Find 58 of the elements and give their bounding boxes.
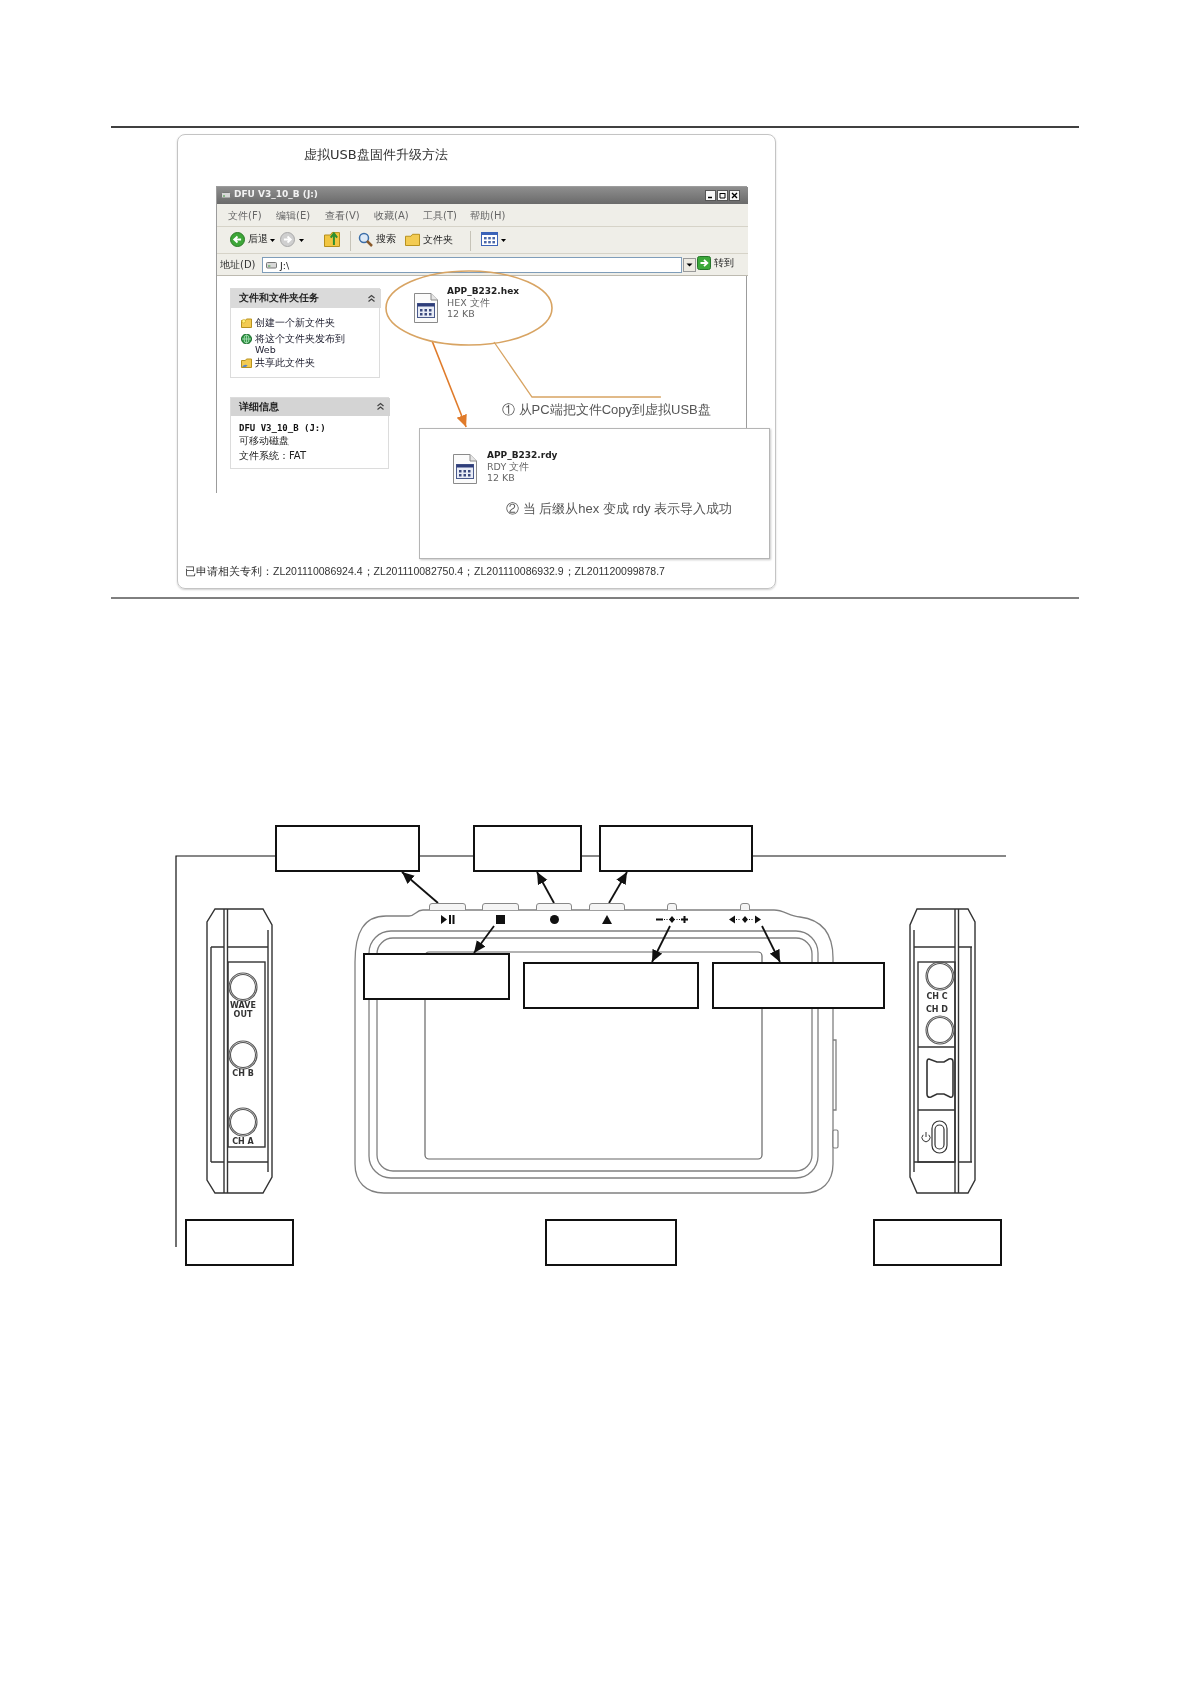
label-box bbox=[363, 953, 510, 1000]
step-caption: ① 从PC端把文件Copy到虚拟USB盘 bbox=[502, 399, 711, 419]
file-size: 12 KB bbox=[447, 309, 475, 320]
toolbar-label: 后退 bbox=[248, 233, 268, 245]
label-box bbox=[599, 825, 753, 872]
leader-line bbox=[493, 341, 662, 398]
toolbar-label: 搜索 bbox=[376, 233, 396, 245]
highlight-ellipse bbox=[385, 270, 553, 346]
file-type: RDY 文件 bbox=[487, 461, 530, 473]
file-name: APP_B232.rdy bbox=[487, 450, 558, 461]
label-box bbox=[523, 962, 699, 1009]
task-link: 将这个文件夹发布到 Web bbox=[255, 333, 346, 355]
task-link: 共享此文件夹 bbox=[255, 357, 315, 368]
inset-box bbox=[419, 428, 770, 559]
port-label: CH D bbox=[926, 1006, 948, 1015]
arrow bbox=[608, 871, 628, 904]
file-type: HEX 文件 bbox=[447, 297, 490, 309]
arrow bbox=[761, 925, 781, 963]
menu-item: 文件(F) bbox=[228, 210, 262, 222]
port-label: CH A bbox=[232, 1138, 254, 1147]
menu-item: 查看(V) bbox=[325, 210, 360, 222]
label-box bbox=[185, 1219, 294, 1266]
port-label: CH C bbox=[926, 993, 948, 1002]
label-box bbox=[473, 825, 582, 872]
panel-heading: 文件和文件夹任务 bbox=[239, 293, 319, 304]
toolbar-label: 文件夹 bbox=[423, 234, 453, 246]
details-panel bbox=[230, 397, 389, 469]
detail-text: 文件系统：FAT bbox=[239, 450, 306, 462]
screenshot-panel bbox=[177, 134, 776, 589]
arrow bbox=[431, 340, 467, 428]
detail-text: 可移动磁盘 bbox=[239, 435, 289, 447]
field-label: 地址(D) bbox=[220, 259, 256, 271]
arrow bbox=[401, 871, 439, 904]
menu-item: 收藏(A) bbox=[374, 210, 409, 222]
menu-item: 编辑(E) bbox=[276, 210, 311, 222]
label-box bbox=[873, 1219, 1002, 1266]
task-link: 创建一个新文件夹 bbox=[255, 317, 335, 328]
label-box bbox=[712, 962, 885, 1009]
patent-note: 已申请相关专利：ZL201110086924.4；ZL201110082750.4；ZL201110086932.9；ZL201120099878.7 bbox=[185, 565, 665, 578]
port-label: WAVE OUT bbox=[229, 1002, 257, 1019]
label-box bbox=[275, 825, 420, 872]
panel-title: 虚拟USB盘固件升级方法 bbox=[304, 148, 448, 163]
toolbar-label: 转到 bbox=[714, 257, 734, 269]
file-size: 12 KB bbox=[487, 473, 515, 484]
port-label: CH B bbox=[232, 1070, 254, 1079]
task-panel bbox=[230, 288, 380, 378]
detail-text: DFU V3_10_B (J:) bbox=[239, 423, 326, 434]
step-caption: ② 当 后缀从hex 变成 rdy 表示导入成功 bbox=[506, 502, 733, 517]
arrow bbox=[536, 871, 555, 904]
menu-item: 帮助(H) bbox=[470, 210, 506, 222]
panel-heading: 详细信息 bbox=[239, 402, 279, 413]
file-name: APP_B232.hex bbox=[447, 286, 520, 297]
label-box bbox=[545, 1219, 677, 1266]
address-field: J:\ bbox=[262, 257, 682, 273]
menu-item: 工具(T) bbox=[423, 210, 457, 222]
arrow bbox=[651, 925, 671, 963]
window-title: DFU V3_10_B (J:) bbox=[234, 189, 318, 200]
arrow bbox=[473, 925, 495, 954]
